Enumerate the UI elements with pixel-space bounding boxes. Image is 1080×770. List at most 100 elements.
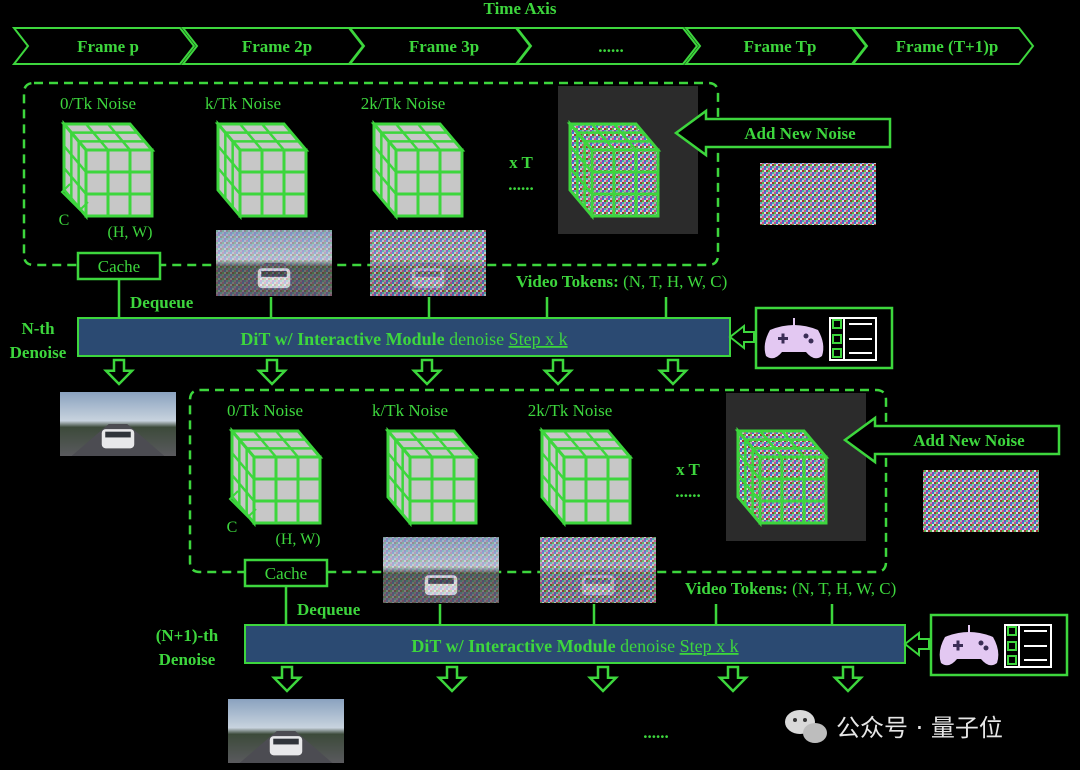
noise-cube [214,119,310,221]
final-output-row: ...... [643,723,669,742]
noise-label: 0/Tk Noise [60,94,136,113]
control-panel-icon [829,317,877,361]
noise-cube [60,119,156,221]
gamepad-icon [939,625,999,666]
dit-label: DiT w/ Interactive Module denoise Step x… [411,636,738,656]
down-arrow [411,358,443,386]
gamepad-icon [764,318,824,359]
down-arrow [103,358,135,386]
channel-label: C [227,519,238,536]
clean-output-frame [228,699,344,763]
dequeue-label: Dequeue [130,293,194,312]
dit-module-name: DiT w/ Interactive Module [411,636,615,656]
down-arrow [542,358,574,386]
noise-label: 2k/Tk Noise [528,401,613,420]
down-arrow [587,665,619,693]
hw-label: (H, W) [107,224,152,241]
dit-step: Step x k [509,329,568,349]
frame-label: Frame (T+1)p [896,37,999,56]
add-noise-arrow [673,108,892,158]
xT-label: x T [509,153,533,172]
noise-cube [370,119,466,221]
video-tokens-label: Video Tokens: (N, T, H, W, C) [516,272,727,291]
frame-thumbnail [216,230,332,296]
noise-sample [923,470,1039,532]
add-new-noise-label: Add New Noise [744,124,856,143]
down-arrow [271,665,303,693]
frame-chevron [11,27,196,65]
token-region-dashed [188,388,888,574]
noise-label: k/Tk Noise [372,401,448,420]
noise-label: 2k/Tk Noise [361,94,446,113]
video-tokens-title: Video Tokens: [685,579,788,598]
watermark: 公众号 · 量子位 [785,710,1003,743]
dots-label: ...... [675,482,701,501]
frame-label: ...... [598,37,624,56]
down-arrow [657,358,689,386]
dit-label: DiT w/ Interactive Module denoise Step x… [240,329,567,349]
noise-cube [538,426,634,528]
dots-label: ...... [508,175,534,194]
frame-thumbnail [540,537,656,603]
dit-denoise-word: denoise [616,636,680,656]
frame-label: Frame p [77,37,139,56]
down-arrow [832,665,864,693]
cache-label: Cache [265,564,307,583]
time-axis-label: Time Axis [484,0,557,18]
denoise-label-line1: N-th [21,319,55,338]
down-arrow [717,665,749,693]
frame-chevron [514,27,699,65]
noise-label: k/Tk Noise [205,94,281,113]
watermark-text: 公众号 · 量子位 [836,714,1003,742]
channel-label: C [59,212,70,229]
control-input-arrow [728,323,755,351]
dit-module-name: DiT w/ Interactive Module [240,329,444,349]
frame-thumbnail [370,230,486,296]
clean-output-frame [60,392,176,456]
video-tokens-dims: (N, T, H, W, C) [788,579,896,598]
frame-label: Frame 2p [242,37,312,56]
frame-thumbnail [383,537,499,603]
denoise-label-line1: (N+1)-th [156,626,219,645]
cache-box [76,251,162,281]
dit-bar [77,317,731,357]
add-noise-arrow [842,415,1061,465]
wechat-icon [785,710,827,743]
hw-label: (H, W) [275,531,320,548]
controller-box [929,613,1069,677]
cache-label: Cache [98,257,140,276]
dit-step: Step x k [680,636,739,656]
frame-label: Frame Tp [744,37,817,56]
noise-cube [384,426,480,528]
channel-bracket [228,490,257,519]
dit-bar [244,624,906,664]
frame-axis: Frame p Frame 2p Frame 3p...... Frame Tp Fra… [11,27,1035,65]
bottom-dots: ...... [643,723,669,742]
video-tokens-dims: (N, T, H, W, C) [619,272,727,291]
down-arrow [436,665,468,693]
noise-cube [566,119,662,221]
noise-sample [760,163,876,225]
video-tokens-title: Video Tokens: [516,272,619,291]
controller-box [754,306,894,370]
frame-chevron [850,27,1035,65]
dit-denoise-word: denoise [445,329,509,349]
control-input-arrow [903,630,930,658]
down-arrow [256,358,288,386]
noise-cube [734,426,830,528]
noise-cube [228,426,324,528]
frame-label: Frame 3p [409,37,479,56]
dequeue-label: Dequeue [297,600,361,619]
xT-label: x T [676,460,700,479]
control-panel-icon [1004,624,1052,668]
cache-box [243,558,329,588]
channel-bracket [60,183,89,212]
noise-label: 0/Tk Noise [227,401,303,420]
denoise-label-line2: Denoise [159,650,216,669]
add-new-noise-label: Add New Noise [913,431,1025,450]
video-tokens-label: Video Tokens: (N, T, H, W, C) [685,579,896,598]
denoise-label-line2: Denoise [10,343,67,362]
